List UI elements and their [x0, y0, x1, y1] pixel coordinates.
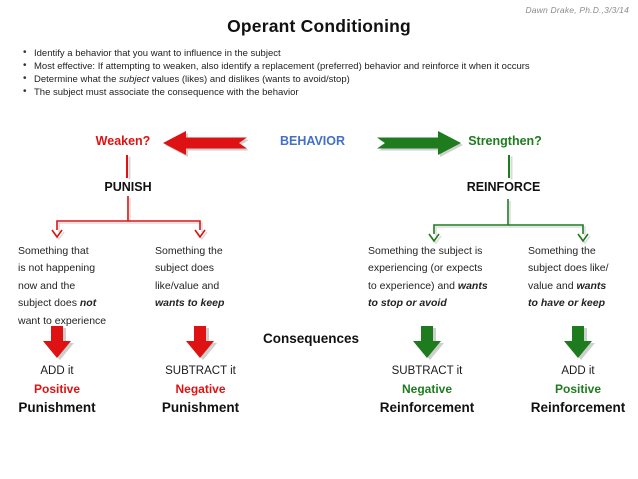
outcome-type: Negative — [175, 382, 226, 396]
outcome-category: Reinforcement — [530, 400, 626, 415]
branch-line: Something the — [155, 243, 224, 260]
branch-line: want to experience — [18, 313, 106, 330]
branch-text-emphasis: not — [79, 297, 97, 310]
branch-line: to have or keep — [528, 295, 609, 312]
outcome-negative-reinforcement: SUBTRACT it Negative Reinforcement — [364, 362, 490, 418]
bullet-item: Determine what the subject values (likes… — [22, 74, 628, 86]
branch-line: Something the subject is — [368, 243, 488, 260]
outcome-action: ADD it — [561, 365, 595, 377]
branch-line: value and wants — [528, 278, 609, 295]
down-arrow-icon-green — [413, 326, 441, 358]
branch-text: like/value and — [155, 279, 220, 292]
branch-line: like/value and — [155, 278, 224, 295]
page-title: Operant Conditioning — [227, 16, 411, 36]
branch-text: Something that — [18, 245, 89, 257]
branch-text: now and the — [18, 279, 76, 292]
branch-desc-positive-punishment: Something that is not happening now and … — [18, 243, 106, 330]
strengthen-label: Strengthen? — [468, 134, 542, 148]
branch-line: Something that — [18, 243, 106, 260]
branch-text: is not happening — [18, 262, 96, 275]
branch-text-emphasis: to stop or avoid — [368, 297, 447, 310]
branch-line: now and the — [18, 278, 106, 295]
branch-text-emphasis: wants — [576, 279, 607, 292]
branch-text-emphasis: wants to keep — [155, 297, 225, 310]
branch-desc-negative-reinforcement: Something the subject is experiencing (o… — [368, 243, 488, 313]
outcome-type: Positive — [554, 382, 602, 396]
branch-line: subject does — [155, 260, 224, 277]
branch-text: Something the subject is — [368, 245, 483, 257]
strengthen-reinforce-connector — [508, 155, 510, 178]
weaken-arrow-icon — [163, 131, 247, 155]
punish-node-label: PUNISH — [104, 180, 152, 194]
outcome-type: Positive — [33, 382, 81, 396]
weaken-label: Weaken? — [95, 134, 151, 148]
branch-text: to experience) and — [368, 279, 458, 292]
author-credit: Dawn Drake, Ph.D.,3/3/14 — [525, 5, 629, 15]
reinforce-branch-bracket — [428, 199, 589, 243]
branch-line: wants to keep — [155, 295, 224, 312]
branch-line: experiencing (or expects — [368, 260, 488, 277]
outcome-type: Negative — [401, 382, 453, 396]
branch-text-emphasis: to have or keep — [528, 297, 606, 310]
consequences-label: Consequences — [262, 331, 360, 346]
branch-text: experiencing (or expects — [368, 262, 483, 275]
branch-text: subject does — [155, 262, 214, 275]
outcome-category: Punishment — [18, 400, 96, 415]
branch-text: subject does — [18, 297, 80, 310]
punish-branch-bracket — [51, 196, 206, 239]
bullet-text: The subject must associate the consequen… — [34, 87, 299, 99]
down-arrow-icon-red — [43, 326, 71, 358]
branch-line: is not happening — [18, 260, 106, 277]
branch-line: Something the — [528, 243, 609, 260]
reinforce-node-label: REINFORCE — [466, 180, 541, 194]
bullet-item: Most effective: If attempting to weaken,… — [22, 61, 628, 73]
outcome-negative-punishment: SUBTRACT it Negative Punishment — [138, 362, 263, 418]
outcome-positive-punishment: ADD it Positive Punishment — [0, 362, 114, 418]
down-arrow-icon-green — [564, 326, 592, 358]
strengthen-arrow-icon — [377, 131, 461, 155]
branch-line: subject does like/ — [528, 260, 609, 277]
bullet-item: The subject must associate the consequen… — [22, 87, 628, 99]
branch-text: want to experience — [18, 314, 107, 327]
bullet-text-italic: subject — [119, 74, 150, 86]
branch-text: Something the — [528, 245, 596, 257]
bullet-text: values (likes) and dislikes (wants to av… — [149, 74, 350, 86]
branch-text: Something the — [155, 245, 223, 257]
down-arrow-icon-red — [186, 326, 214, 358]
branch-line: subject does not — [18, 295, 106, 312]
weaken-punish-connector — [126, 155, 128, 178]
outcome-category: Reinforcement — [379, 400, 475, 415]
bullet-text: Identify a behavior that you want to inf… — [34, 48, 281, 59]
bullet-item: Identify a behavior that you want to inf… — [22, 48, 628, 59]
branch-desc-positive-reinforcement: Something the subject does like/ value a… — [528, 243, 609, 313]
branch-line: to experience) and wants — [368, 278, 488, 295]
branch-desc-negative-punishment: Something the subject does like/value an… — [155, 243, 224, 313]
outcome-positive-reinforcement: ADD it Positive Reinforcement — [515, 362, 638, 418]
branch-text-emphasis: wants — [457, 279, 488, 292]
bullet-text: Determine what the — [34, 74, 120, 86]
branch-line: to stop or avoid — [368, 295, 488, 312]
outcome-category: Punishment — [161, 400, 240, 415]
branch-text: subject does like/ — [528, 262, 609, 275]
intro-bullet-list: Identify a behavior that you want to inf… — [22, 48, 628, 101]
outcome-action: SUBTRACT it — [165, 365, 236, 377]
outcome-action: ADD it — [40, 365, 74, 377]
behavior-label: BEHAVIOR — [279, 134, 346, 148]
bullet-text: Most effective: If attempting to weaken,… — [34, 61, 530, 73]
branch-text: value and — [528, 279, 577, 292]
outcome-action: SUBTRACT it — [391, 365, 463, 377]
